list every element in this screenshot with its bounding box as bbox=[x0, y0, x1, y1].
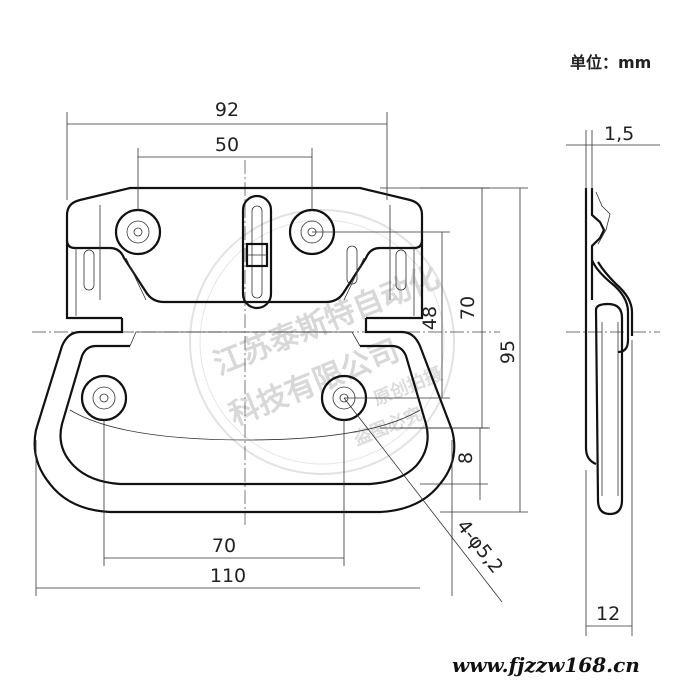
dimension-50-top: 50 bbox=[137, 134, 313, 210]
bottom-left-hole bbox=[80, 374, 128, 422]
website-watermark: www.fjzzw168.cn bbox=[452, 653, 640, 677]
dimension-92: 92 bbox=[66, 99, 388, 200]
center-slot bbox=[241, 194, 273, 310]
dim-50-label: 50 bbox=[215, 134, 239, 156]
center-lines bbox=[32, 160, 660, 525]
dim-92-label: 92 bbox=[215, 99, 239, 121]
dim-1-5-label: 1,5 bbox=[604, 123, 634, 145]
dimension-48: 48 bbox=[312, 231, 450, 399]
side-view bbox=[584, 188, 634, 516]
dimension-1-5: 1,5 bbox=[566, 123, 660, 190]
handle bbox=[33, 318, 456, 514]
dim-70-horizontal-label: 70 bbox=[212, 535, 236, 557]
dimension-95: 95 bbox=[420, 187, 528, 513]
mounting-plate bbox=[65, 186, 424, 320]
unit-label: 单位：mm bbox=[570, 53, 651, 72]
left-tab bbox=[83, 249, 95, 291]
inner-right-tab bbox=[346, 245, 358, 285]
dim-48-label: 48 bbox=[419, 306, 441, 330]
dim-110-label: 110 bbox=[210, 565, 246, 587]
top-left-hole bbox=[114, 208, 162, 256]
dim-95-label: 95 bbox=[497, 340, 519, 364]
dimension-12: 12 bbox=[585, 340, 633, 636]
dimension-110: 110 bbox=[35, 440, 453, 596]
dimension-70-horizontal: 70 bbox=[103, 420, 345, 566]
dim-70-vertical-label: 70 bbox=[457, 296, 479, 320]
dim-12-label: 12 bbox=[596, 603, 620, 625]
dim-8-label: 8 bbox=[455, 452, 477, 464]
right-tab bbox=[395, 249, 407, 291]
hole-callout-label: 4-φ5,2 bbox=[452, 516, 507, 578]
dimension-8: 8 bbox=[380, 427, 488, 500]
